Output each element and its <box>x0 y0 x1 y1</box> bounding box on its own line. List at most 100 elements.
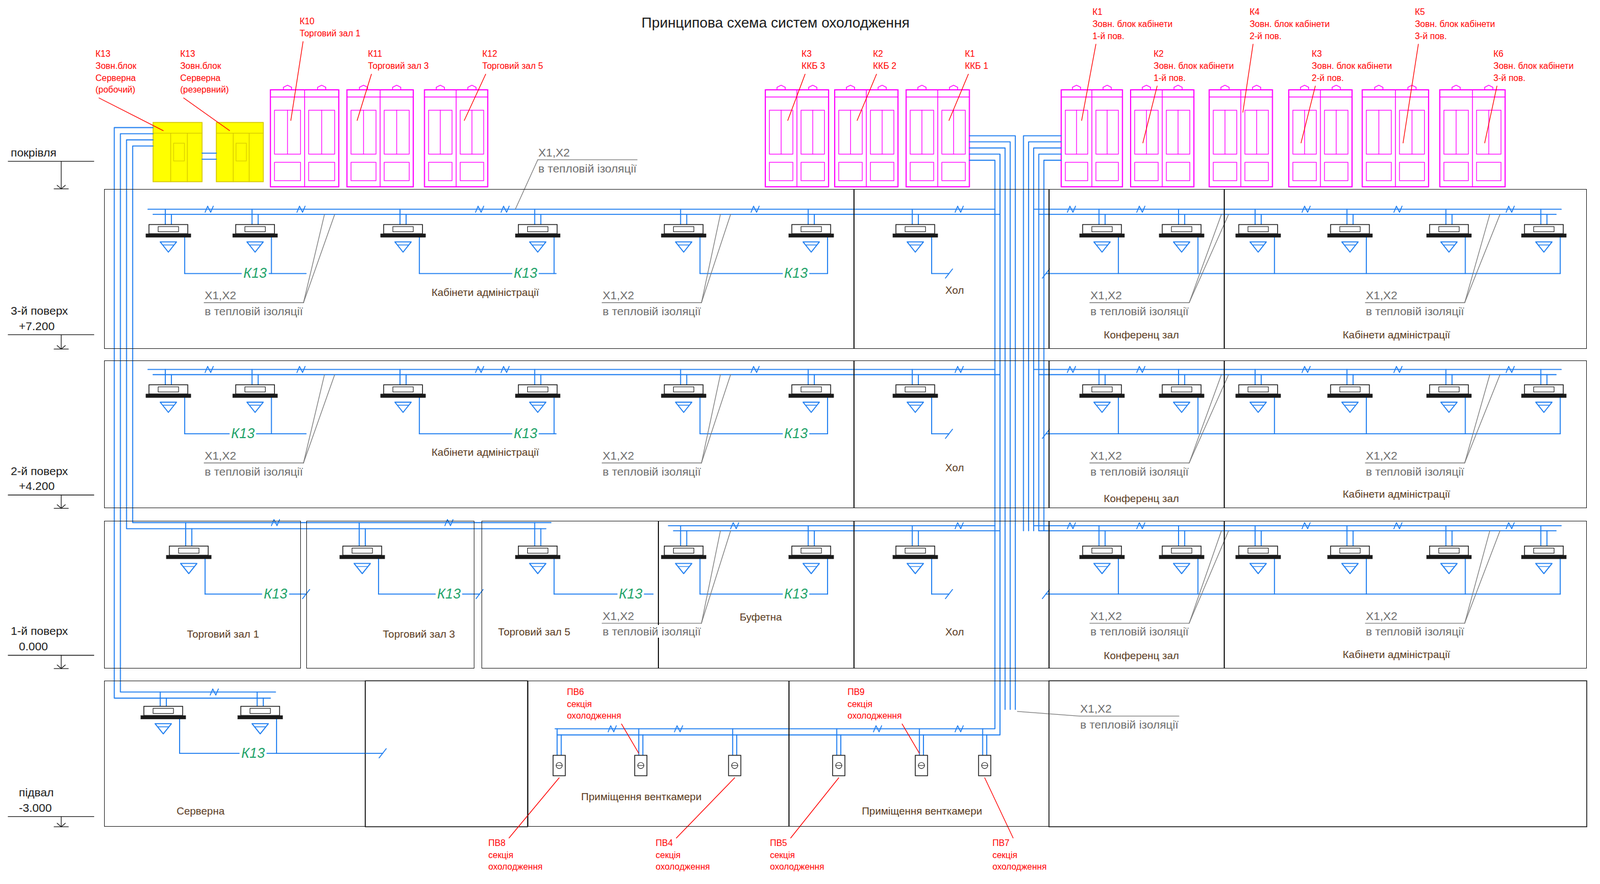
unit-detail <box>274 161 301 181</box>
pipe-note: X1,X2 <box>602 449 635 462</box>
fan-symbol <box>1451 85 1461 90</box>
pipe <box>148 369 996 371</box>
fan-symbol <box>1072 85 1081 90</box>
break-mark <box>674 725 683 732</box>
unit-detail <box>796 89 798 187</box>
leader-line <box>1300 85 1316 143</box>
indoor-unit <box>788 555 834 559</box>
fan-symbol <box>808 85 818 90</box>
airflow-symbol <box>1341 241 1359 253</box>
airflow-symbol <box>255 726 266 727</box>
break-mark <box>1506 206 1515 213</box>
drain-label: К13 <box>512 266 540 282</box>
room-box: Кабінети адміністрації <box>1224 520 1587 669</box>
pipe-note: X1,X2 <box>1365 609 1398 623</box>
room-box: Хол <box>853 188 1050 350</box>
drain-label: К13 <box>229 425 257 442</box>
drain-pipe <box>826 558 829 594</box>
indoor-unit <box>1330 224 1370 234</box>
pipe <box>679 369 681 385</box>
leader-line <box>183 98 230 131</box>
unit-detail <box>1092 548 1113 554</box>
unit-detail <box>866 89 867 187</box>
pipe <box>807 525 809 547</box>
room-name: Буфетна <box>737 611 784 624</box>
airflow-symbol <box>1444 404 1455 406</box>
unit-description: Зовн.блок Серверна (резервний) <box>179 60 245 96</box>
airflow-symbol <box>1344 565 1356 567</box>
pipe <box>1346 525 1348 547</box>
unit-detail <box>428 161 453 181</box>
pipe-note: в тепловій ізоляції <box>203 304 304 318</box>
drain-pipe <box>699 237 701 274</box>
level-tick <box>57 185 66 189</box>
unit-detail <box>555 761 562 769</box>
unit-description: секція охолодження <box>487 849 548 873</box>
fan-symbol <box>776 85 786 90</box>
unit-detail <box>1324 161 1349 181</box>
unit-detail <box>835 761 842 769</box>
unit-detail <box>850 110 851 155</box>
drain-pipe <box>1117 237 1120 274</box>
unit-description: секція охолодження <box>655 849 715 873</box>
pipe <box>919 728 921 755</box>
break-mark <box>945 429 953 439</box>
indoor-unit <box>1524 546 1564 556</box>
leader-line <box>1464 530 1500 624</box>
unit-detail <box>1455 110 1457 155</box>
airflow-symbol <box>160 241 177 253</box>
unit-detail <box>801 161 825 181</box>
pipe <box>638 728 640 755</box>
indoor-unit <box>148 384 188 394</box>
unit-detail <box>274 110 301 155</box>
airflow-symbol <box>675 402 693 413</box>
indoor-unit <box>1327 555 1373 559</box>
drain-pipe <box>179 752 383 754</box>
leader-line <box>701 214 731 303</box>
room-box: Буфетна <box>658 520 855 669</box>
pipe <box>807 369 809 385</box>
airflow-symbol <box>395 402 412 413</box>
airflow-symbol <box>1093 563 1111 574</box>
airflow-symbol <box>532 565 544 567</box>
leader-line <box>1188 214 1229 303</box>
airflow-symbol <box>1173 563 1191 574</box>
pipe <box>685 374 688 386</box>
unit-detail <box>392 386 414 392</box>
fan-symbol <box>392 85 402 90</box>
pipe <box>251 209 253 225</box>
unit-detail <box>250 707 271 713</box>
room-name: Приміщення венткамери <box>579 790 704 803</box>
pipe <box>1445 209 1447 225</box>
indoor-unit <box>1521 233 1566 237</box>
fan-symbol <box>1103 85 1112 90</box>
break-mark <box>1393 206 1403 213</box>
unit-description: Торговий зал 1 <box>299 27 361 40</box>
unit-description: ККБ 1 <box>964 60 989 73</box>
indoor-unit <box>895 384 935 394</box>
unit-detail <box>1320 89 1321 187</box>
unit-detail <box>1256 110 1257 155</box>
airflow-symbol <box>357 565 368 567</box>
pipe-note: в тепловій ізоляції <box>203 465 304 478</box>
unit-detail <box>1533 226 1555 232</box>
airflow-symbol <box>1440 402 1458 413</box>
indoor-unit <box>1524 224 1564 234</box>
unit-detail <box>1339 548 1361 554</box>
leader-line <box>701 530 731 624</box>
drain-pipe <box>271 397 273 434</box>
indoor-unit <box>515 555 560 559</box>
pipe <box>732 728 734 755</box>
outdoor-unit <box>1209 89 1273 187</box>
indoor-unit <box>1330 546 1370 556</box>
pipe <box>1254 525 1256 547</box>
callout-number: К1 <box>964 47 976 61</box>
pipe <box>165 698 167 707</box>
unit-detail <box>1444 110 1469 155</box>
pipe <box>1260 214 1262 225</box>
drain-pipe <box>204 593 306 595</box>
indoor-unit <box>1161 546 1201 556</box>
pipe <box>813 214 815 225</box>
pipe-note: в тепловій ізоляції <box>1089 624 1189 638</box>
level-mark: 2-й поверх <box>10 464 69 478</box>
